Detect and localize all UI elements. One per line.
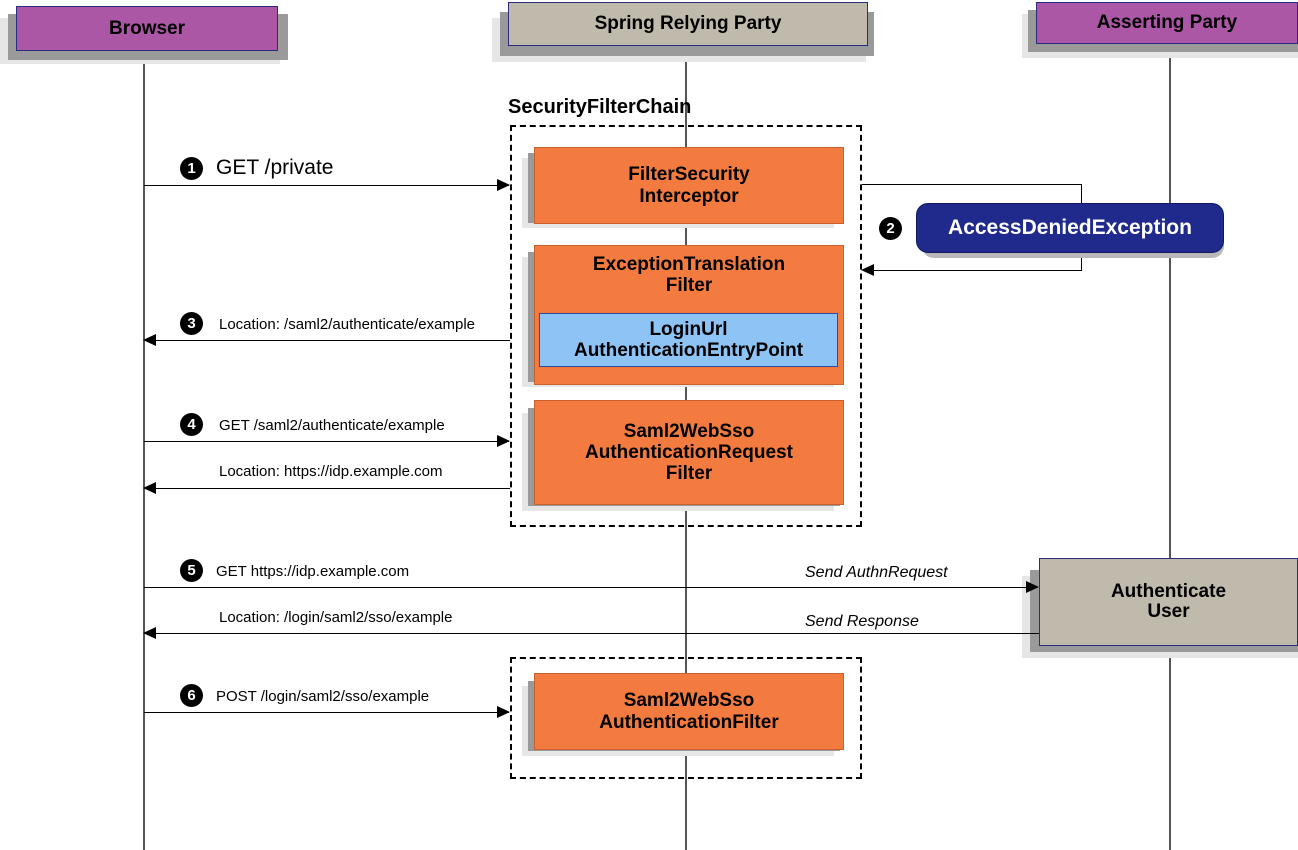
saml2-auth-filter-line1: Saml2WebSso [623,690,755,712]
frame-security-filter-chain-2 [510,657,862,779]
participant-browser-label: Browser [108,17,186,39]
message-line-3 [156,340,510,341]
message-label-send-response: Send Response [805,613,919,630]
message-label-location-sso: Location: /login/saml2/sso/example [219,609,453,626]
message-label-1: GET /private [216,156,334,179]
message-label-send-authn-request: Send AuthnRequest [805,564,948,581]
participant-relying-party[interactable]: Spring Relying Party [508,2,868,46]
frame-label-security-filter-chain: SecurityFilterChain [508,96,692,118]
message-line-1 [144,185,509,186]
message-line-6 [144,712,509,713]
message-line-location-sso [156,633,1041,634]
saml2-request-filter-line2: AuthenticationRequest [585,441,793,463]
lifeline-browser [143,58,145,850]
box-saml2-websso-authentication-request-filter[interactable]: Saml2WebSso AuthenticationRequest Filter [534,400,844,505]
saml2-request-filter-line1: Saml2WebSso [623,420,755,442]
box-saml2-websso-authentication-filter[interactable]: Saml2WebSso AuthenticationFilter [534,673,844,750]
arrowhead-left-icon-location-sso [143,627,156,639]
message-line-4 [144,441,509,442]
lifeline-asserting-party [1169,50,1171,850]
authenticate-user-line2: User [1147,601,1190,622]
participant-asserting-party-label: Asserting Party [1096,12,1238,34]
exception-translation-filter-line1: ExceptionTranslation [592,254,786,275]
message-line-2-top [862,184,1082,185]
login-url-entry-point-line2: AuthenticationEntryPoint [573,340,804,361]
arrowhead-right-icon-1 [497,179,510,191]
step-bullet-4: 4 [180,413,203,436]
login-url-entry-point-line1: LoginUrl [649,318,728,340]
box-authenticate-user[interactable]: Authenticate User [1039,558,1298,646]
step-bullet-5: 5 [180,559,203,582]
arrowhead-left-icon-2 [861,264,874,276]
arrowhead-right-icon-6 [497,706,510,718]
message-label-location-idp: Location: https://idp.example.com [219,463,443,480]
box-filter-security-interceptor[interactable]: FilterSecurity Interceptor [534,147,844,224]
participant-relying-party-label: Spring Relying Party [594,13,782,35]
arrowhead-right-icon-5 [1026,581,1039,593]
exception-translation-filter-line2: Filter [665,275,713,297]
frame-security-filter-chain [510,125,862,527]
arrowhead-left-icon-3 [143,334,156,346]
arrowhead-right-icon-4 [497,435,510,447]
message-label-4: GET /saml2/authenticate/example [219,417,445,434]
message-label-5: GET https://idp.example.com [216,563,410,580]
message-label-3: Location: /saml2/authenticate/example [219,316,475,333]
message-line-5 [144,587,1029,588]
saml2-auth-filter-line2: AuthenticationFilter [599,711,779,733]
arrowhead-left-icon-location-idp [143,482,156,494]
step-bullet-3: 3 [180,312,203,335]
saml2-request-filter-line3: Filter [665,463,713,485]
message-label-6: POST /login/saml2/sso/example [216,688,430,705]
participant-asserting-party[interactable]: Asserting Party [1036,2,1298,44]
access-denied-exception-label: AccessDeniedException [948,216,1192,239]
box-login-url-authentication-entry-point[interactable]: LoginUrl AuthenticationEntryPoint [539,313,838,367]
filter-security-interceptor-line2: Interceptor [639,185,739,207]
box-access-denied-exception[interactable]: AccessDeniedException [916,203,1224,253]
message-line-location-idp [156,488,510,489]
authenticate-user-line1: Authenticate [1110,581,1227,603]
message-line-2-bottom [873,270,1082,271]
step-bullet-2: 2 [879,217,902,240]
step-bullet-1: 1 [180,157,203,180]
filter-security-interceptor-line1: FilterSecurity [628,164,750,186]
step-bullet-6: 6 [180,684,203,707]
participant-browser[interactable]: Browser [16,6,278,51]
